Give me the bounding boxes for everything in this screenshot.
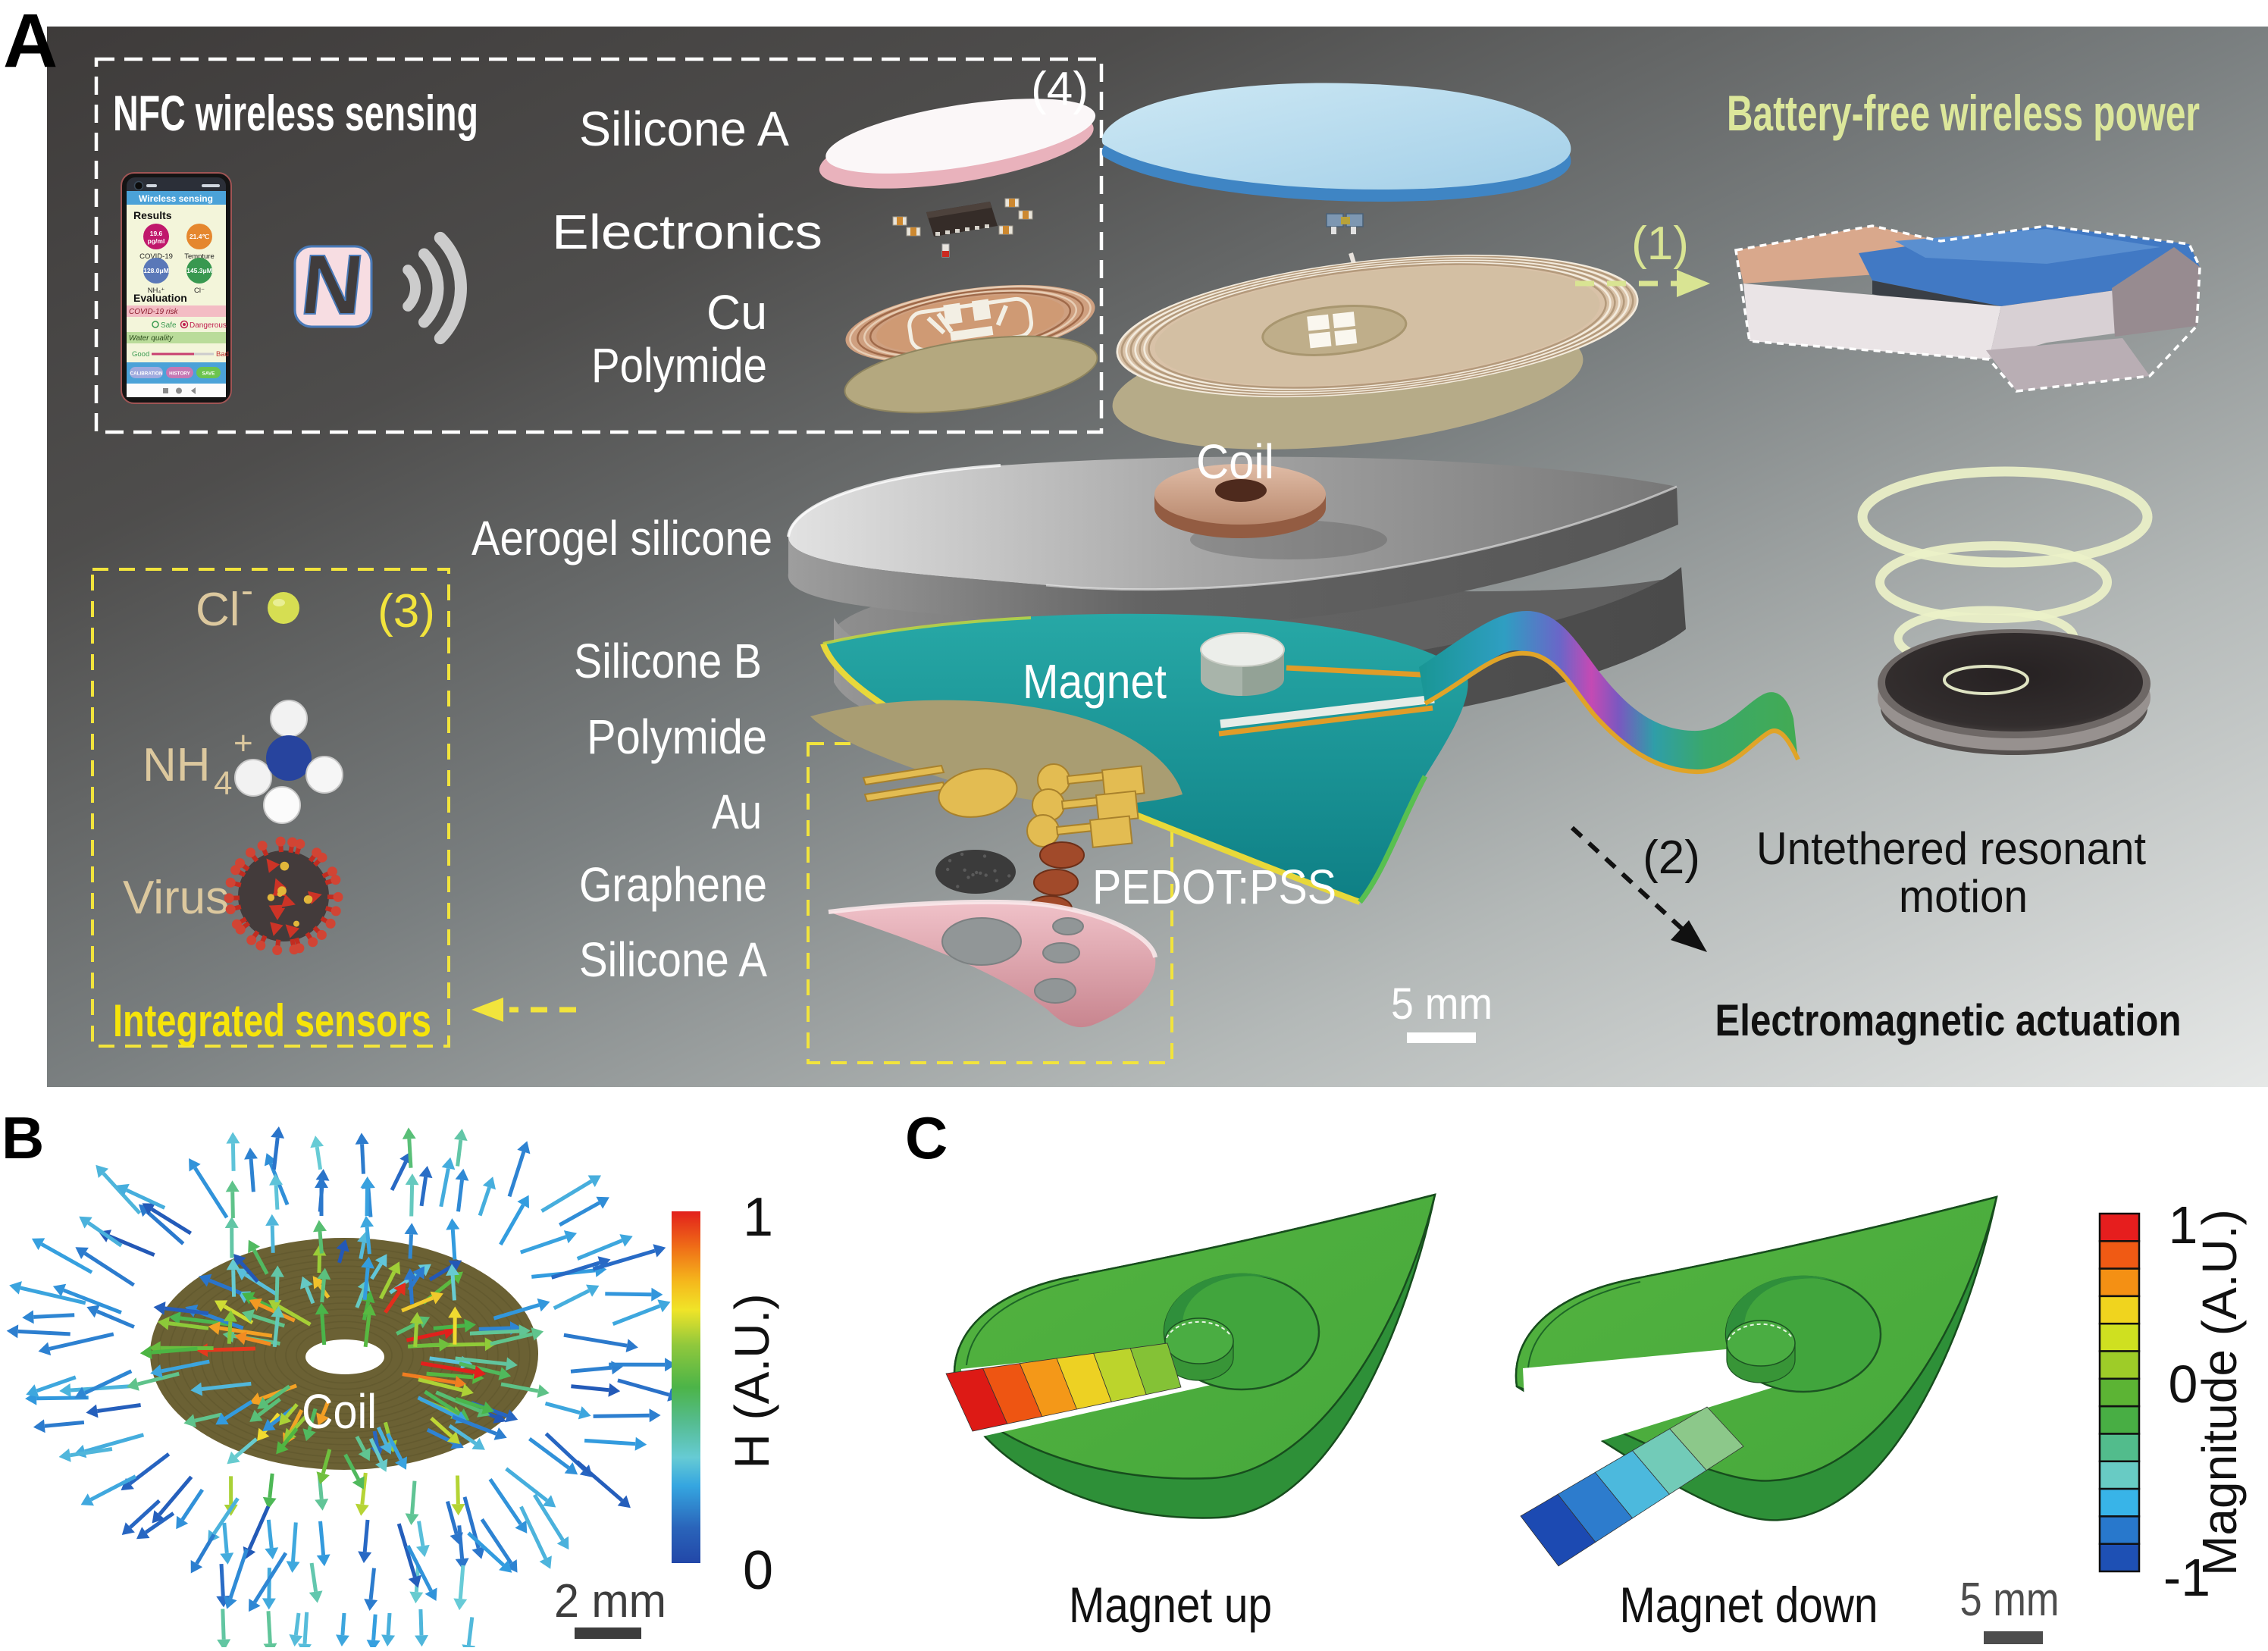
svg-text:Silicone B: Silicone B	[574, 634, 762, 688]
svg-text:Polymide: Polymide	[587, 710, 767, 764]
svg-text:Graphene: Graphene	[579, 857, 767, 912]
svg-text:21.4℃: 21.4℃	[190, 233, 210, 240]
svg-text:Cl: Cl	[196, 584, 240, 636]
svg-text:HISTORY: HISTORY	[169, 371, 190, 377]
svg-text:0: 0	[743, 1540, 773, 1601]
svg-text:Magnet up: Magnet up	[1069, 1577, 1272, 1633]
svg-text:5 mm: 5 mm	[1391, 979, 1493, 1029]
svg-text:NH: NH	[143, 739, 211, 791]
svg-text:B: B	[2, 1104, 44, 1171]
svg-text:Coil: Coil	[1196, 434, 1274, 489]
svg-text:Silicone A: Silicone A	[579, 102, 789, 156]
svg-text:1: 1	[743, 1187, 773, 1248]
svg-text:Magnet down: Magnet down	[1620, 1577, 1878, 1633]
svg-text:Battery-free wireless power: Battery-free wireless power	[1727, 85, 2200, 141]
svg-text:Virus: Virus	[123, 872, 229, 924]
svg-text:Electromagnetic actuation: Electromagnetic actuation	[1715, 996, 2182, 1045]
svg-text:Electronics: Electronics	[552, 205, 822, 259]
svg-text:Magnitude (A.U.): Magnitude (A.U.)	[2192, 1209, 2247, 1576]
svg-text:COVID-19 risk: COVID-19 risk	[129, 308, 178, 316]
svg-text:Magnet: Magnet	[1023, 654, 1167, 709]
svg-text:5 mm: 5 mm	[1960, 1574, 2060, 1626]
svg-text:128.0μM: 128.0μM	[143, 267, 169, 274]
svg-text:A: A	[3, 0, 58, 83]
svg-text:Dangerous: Dangerous	[190, 321, 227, 330]
svg-text:Water quality: Water quality	[129, 334, 174, 343]
svg-text:Aerogel silicone: Aerogel silicone	[471, 511, 772, 565]
svg-text:Coil: Coil	[302, 1384, 377, 1439]
svg-text:Cl⁻: Cl⁻	[194, 287, 205, 295]
svg-text:PEDOT:PSS: PEDOT:PSS	[1092, 860, 1336, 914]
svg-text:Good: Good	[132, 350, 149, 359]
svg-text:145.3μM: 145.3μM	[186, 267, 212, 274]
svg-text:19.6: 19.6	[150, 230, 163, 237]
svg-text:-: -	[241, 571, 253, 611]
svg-text:(3): (3)	[377, 585, 435, 638]
svg-text:NFC wireless sensing: NFC wireless sensing	[113, 85, 478, 141]
svg-text:Cu: Cu	[706, 285, 767, 340]
svg-text:H (A.U.): H (A.U.)	[725, 1293, 779, 1468]
svg-text:Untethered resonant: Untethered resonant	[1756, 823, 2146, 874]
svg-text:Bad: Bad	[216, 350, 229, 359]
svg-text:N: N	[297, 237, 368, 332]
svg-text:CALIBRATION: CALIBRATION	[130, 371, 163, 377]
svg-text:Integrated sensors: Integrated sensors	[113, 995, 431, 1046]
svg-text:Safe: Safe	[161, 321, 177, 330]
svg-text:(2): (2)	[1643, 832, 1700, 884]
svg-text:4: 4	[214, 765, 232, 802]
svg-text:pg/ml: pg/ml	[148, 237, 165, 245]
svg-text:(4): (4)	[1031, 63, 1089, 115]
svg-text:Wireless sensing: Wireless sensing	[139, 193, 213, 204]
svg-text:motion: motion	[1899, 871, 2028, 922]
svg-text:+: +	[233, 725, 253, 762]
svg-text:2 mm: 2 mm	[554, 1575, 666, 1628]
svg-text:Polymide: Polymide	[591, 338, 767, 393]
svg-text:Evaluation: Evaluation	[133, 292, 187, 304]
svg-text:Silicone A: Silicone A	[579, 932, 767, 987]
svg-text:C: C	[905, 1104, 948, 1171]
svg-text:Results: Results	[133, 209, 172, 221]
svg-text:SAVE: SAVE	[202, 371, 215, 377]
svg-text:Au: Au	[712, 785, 762, 839]
svg-text:(1): (1)	[1631, 218, 1689, 270]
